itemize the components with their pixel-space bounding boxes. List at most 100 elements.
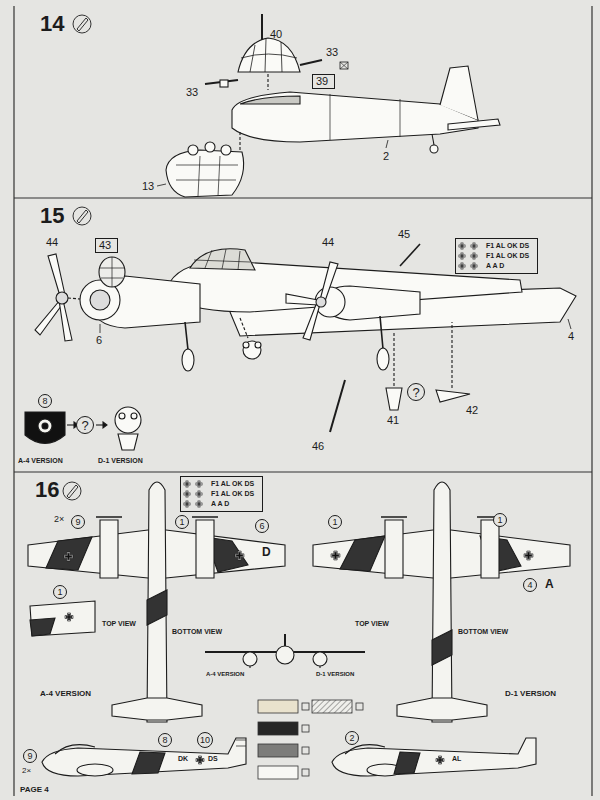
node-text: 2 (349, 734, 354, 743)
paint-swatch-part-part (302, 703, 309, 710)
step-15-drawing-part (96, 424, 103, 425)
decal-cross (184, 243, 477, 507)
node-text: 39 (316, 75, 331, 88)
decal-cross-part (459, 243, 465, 249)
panel-frame-part (591, 6, 592, 796)
callout-circle: 4 (523, 578, 537, 592)
step-15-drawing-part (103, 422, 107, 428)
node-text: F1 AL OK DS (211, 479, 257, 489)
side-view-a4-part (77, 764, 113, 776)
side-view-a4 (42, 738, 246, 776)
plan-view-a4-part (147, 590, 167, 625)
node-text: 1 (332, 518, 337, 527)
glue-icon-part (77, 18, 88, 31)
callout-circle: 10 (197, 732, 213, 748)
side-view-a4-part (132, 752, 165, 774)
step-15-drawing-part (118, 434, 138, 450)
callout-circle: ? (76, 416, 94, 434)
step-15-drawing-part (194, 249, 250, 270)
plan-view-d1-part (524, 551, 533, 560)
callout-circle: 1 (175, 515, 189, 529)
plan-view-a4-part (46, 537, 92, 570)
panel-frame (14, 6, 592, 796)
node-text: 1 (497, 516, 502, 525)
plan-view-a4-part (96, 516, 218, 518)
step-14-drawing-part (205, 142, 215, 152)
step-14-drawing-part (188, 145, 198, 155)
side-view-a4-part (196, 756, 204, 764)
step-15-drawing-part (99, 257, 125, 287)
node-text: 1 (179, 518, 184, 527)
plan-view-d1-part (397, 698, 487, 720)
decal-cross-part (196, 501, 202, 507)
step-14-drawing-part (239, 132, 240, 150)
step-14-drawing-part (261, 14, 263, 40)
step-15-drawing-part (131, 413, 137, 419)
paint-swatch-part-part (356, 703, 363, 710)
callout-number: 13 (142, 180, 154, 192)
callout-circle: 8 (38, 394, 52, 408)
step-15-drawing-part (67, 424, 74, 425)
step-14-drawing-part (166, 150, 244, 197)
node-text: F1 AL OK DS (486, 251, 532, 261)
plan-view-a4-part (112, 698, 202, 720)
callout-circle: 2 (345, 731, 359, 745)
side-view-d1-part (436, 756, 444, 764)
node-text: F1 AL OK DS (211, 489, 257, 499)
step-15-drawing-part (243, 341, 261, 359)
plan-view-a4 (28, 482, 285, 722)
step-15-drawing-part (25, 412, 65, 444)
step-14-drawing-part (440, 66, 478, 120)
side-view-d1-part (394, 752, 420, 774)
plan-view-a4-part (65, 613, 73, 621)
paint-swatch-part (258, 700, 298, 713)
front-view-part (284, 634, 286, 646)
node-text: 1 (57, 588, 62, 597)
step-15-drawing-part (303, 302, 320, 340)
callout-number: DS (208, 755, 218, 763)
callout-number: BOTTOM VIEW (458, 628, 508, 636)
plan-view-a4-part (196, 520, 214, 578)
step-15-drawing-part (436, 390, 470, 402)
plan-view-d1-part (340, 536, 385, 571)
step-15-drawing-part (100, 257, 124, 287)
glue-icon-part (73, 15, 91, 33)
step-15-drawing-part (255, 342, 261, 348)
step-14-drawing-part (448, 119, 500, 130)
callout-circle: 8 (158, 733, 172, 747)
step-14-drawing-part (300, 60, 322, 65)
callout-number: 44 (322, 236, 334, 248)
side-view-a4-part (42, 738, 246, 776)
plan-view-d1 (313, 482, 570, 722)
step-14-drawing-part (238, 38, 300, 72)
plan-view-d1-part (481, 520, 499, 578)
paint-swatch-part (258, 722, 298, 735)
decal-cross-part (459, 263, 465, 269)
callout-number: 40 (270, 28, 282, 40)
step-14-drawing-part (340, 62, 348, 69)
callout-number: A-4 VERSION (206, 671, 244, 678)
callout-number: 2× (22, 767, 31, 776)
plan-view-d1-part (432, 630, 452, 665)
step-number: 16 (35, 478, 59, 502)
panel-frame-part (14, 471, 592, 472)
front-view-part (250, 666, 320, 668)
step-15-drawing-part (38, 419, 52, 433)
step-number: 15 (40, 204, 64, 228)
front-view (205, 634, 365, 668)
node-text: 43 (99, 239, 114, 252)
plan-view-a4-part (235, 551, 244, 560)
front-view-part (313, 652, 327, 666)
decal-cross-part (184, 491, 190, 497)
step-15-drawing-part (377, 348, 389, 370)
callout-circle: 1 (53, 585, 67, 599)
node-text: 9 (75, 518, 80, 527)
step-15-drawing-part (400, 244, 420, 266)
callout-number: 45 (398, 228, 410, 240)
callout-number: TOP VIEW (102, 620, 136, 628)
step-15-drawing-part (115, 407, 141, 433)
step-14-drawing-part (221, 145, 231, 155)
node-text: 8 (42, 397, 47, 406)
